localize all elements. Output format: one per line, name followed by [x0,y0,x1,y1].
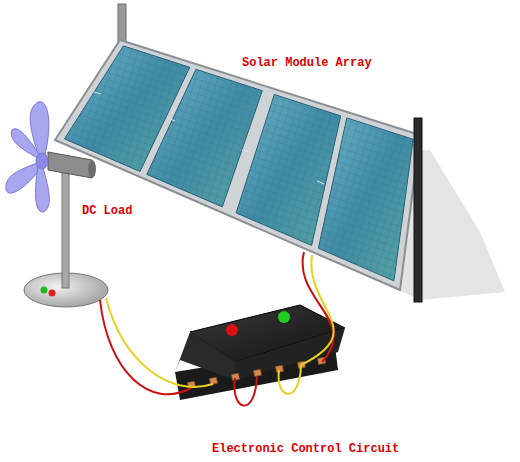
green-light [278,311,290,323]
solar-modules [65,46,414,281]
array-label: Solar Module Array [240,56,374,70]
red-button [49,290,56,297]
red-light [226,324,238,336]
green-button [41,287,48,294]
array-frame [55,40,420,290]
fan-motor [48,152,92,178]
support-pole [414,118,422,302]
fan-motor-end [88,160,96,178]
wires [100,252,334,406]
fan-blades [6,102,50,212]
controller-label: Electronic Control Circuit [210,442,401,456]
load-label: DC Load [80,204,134,218]
fan-stand [62,170,69,288]
